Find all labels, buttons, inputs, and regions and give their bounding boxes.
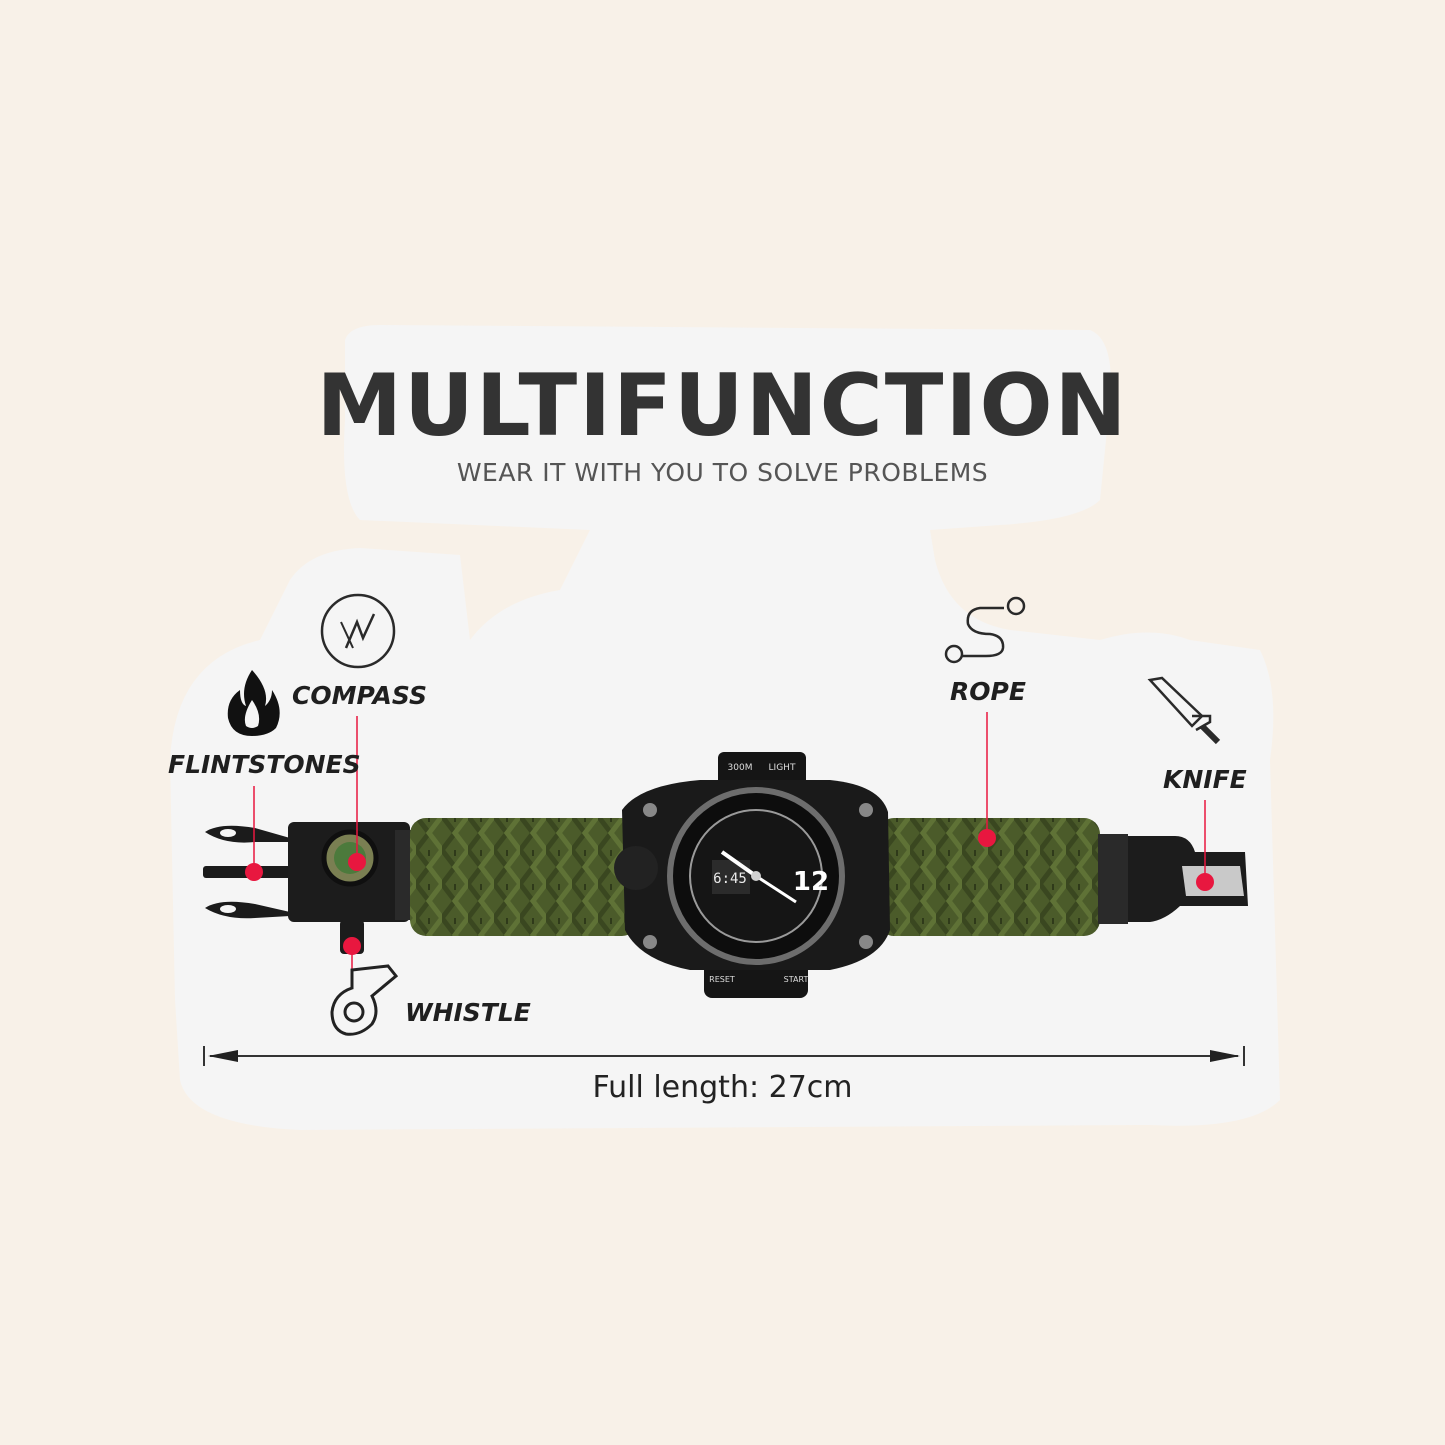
watch: 6:45 12 xyxy=(614,752,890,998)
compass-marker xyxy=(348,853,366,871)
paracord-right xyxy=(878,818,1100,936)
knife-icon xyxy=(1147,676,1221,745)
rope-icon xyxy=(944,596,1026,664)
whistle-marker xyxy=(343,937,361,955)
page-subtitle: WEAR IT WITH YOU TO SOLVE PROBLEMS xyxy=(456,458,989,487)
watch-label-bottom-right: START xyxy=(784,975,809,984)
whistle-icon xyxy=(330,964,399,1036)
flame-icon xyxy=(227,670,280,736)
compass-label: COMPASS xyxy=(292,681,427,710)
length-arrow xyxy=(203,1046,1245,1066)
knife-label: KNIFE xyxy=(1163,765,1247,794)
watch-label-bottom-left: RESET xyxy=(709,975,735,984)
left-buckle xyxy=(203,822,425,954)
watch-digital-time: 6:45 xyxy=(713,871,747,887)
paracord-left xyxy=(410,818,638,936)
rope-marker xyxy=(978,829,996,847)
rope-label: ROPE xyxy=(950,677,1026,706)
right-buckle xyxy=(1098,834,1248,924)
page-title: MULTIFUNCTION xyxy=(316,356,1129,456)
svg-text:12: 12 xyxy=(793,867,829,897)
compass-icon xyxy=(320,593,396,669)
callouts xyxy=(245,712,1214,978)
flintstones-marker xyxy=(245,863,263,881)
flintstones-label: FLINTSTONES xyxy=(168,750,361,779)
whistle-label: WHISTLE xyxy=(405,998,531,1027)
watch-label-top-right: LIGHT xyxy=(769,763,796,773)
full-length-label: Full length: 27cm xyxy=(592,1070,853,1105)
watch-label-top-left: 300M xyxy=(728,763,753,773)
knife-marker xyxy=(1196,873,1214,891)
